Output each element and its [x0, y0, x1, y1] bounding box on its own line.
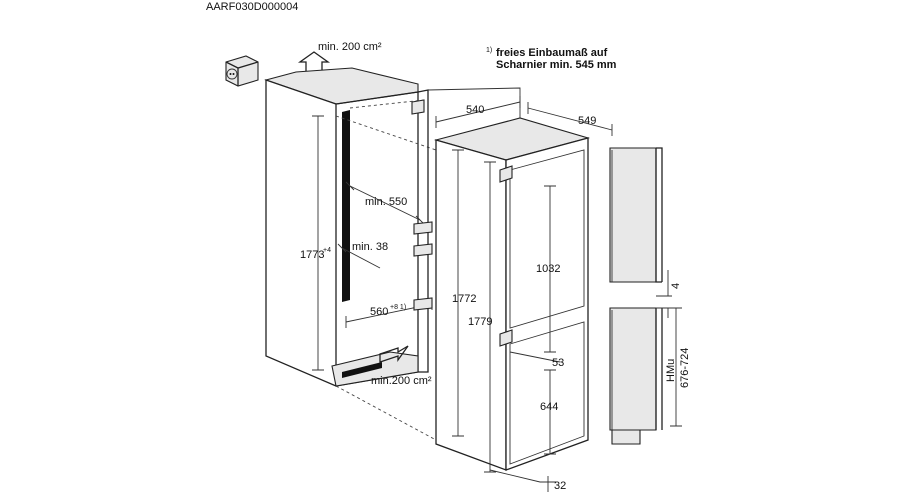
height-1779-label: 1779 — [468, 316, 492, 328]
min-550-label: min. 550 — [365, 196, 407, 208]
depth-549-dimension — [527, 102, 613, 136]
document-code: AARF030D000004 — [206, 1, 298, 13]
vent-up-arrow — [297, 51, 331, 73]
hmu-dimension — [670, 307, 682, 427]
depth-540-dimension — [435, 96, 521, 128]
height-1772-dimension — [452, 149, 464, 437]
bottom-32-label: 32 — [554, 480, 566, 492]
gap-53-label: 53 — [552, 357, 564, 369]
niche-height-tolerance: +4 — [323, 247, 331, 254]
vent-top-label: min. 200 cm² — [318, 41, 382, 53]
niche-height-dimension — [312, 115, 324, 371]
gap-53-dimension — [509, 351, 561, 363]
niche-cabinet — [264, 67, 419, 387]
height-1779-dimension — [484, 161, 496, 473]
bottom-32-dimension — [489, 469, 556, 492]
door-upper-label: 1032 — [536, 263, 560, 275]
niche-width-label: 560 — [370, 306, 388, 318]
power-socket-icon — [225, 55, 259, 87]
hmu-label: HMu — [665, 359, 677, 382]
vent-bottom-arrow — [379, 345, 409, 363]
footnote-marker: 1) — [486, 47, 492, 54]
min-38-dimension — [337, 243, 381, 269]
door-lower-label: 644 — [540, 401, 558, 413]
depth-549-label: 549 — [578, 115, 596, 127]
footnote-line-1: freies Einbaumaß auf — [496, 47, 608, 59]
side-profile — [609, 147, 672, 445]
hmu-range-label: 676-724 — [679, 348, 691, 388]
niche-height-label: 1773 — [300, 249, 324, 261]
door-hinges — [411, 89, 433, 373]
vent-bottom-label: min.200 cm² — [371, 375, 432, 387]
guide-lines — [335, 99, 437, 441]
height-1772-label: 1772 — [452, 293, 476, 305]
side-4-label: 4 — [670, 283, 682, 289]
door-upper-dimension — [544, 185, 556, 353]
min-38-label: min. 38 — [352, 241, 388, 253]
appliance — [427, 87, 591, 471]
niche-width-tolerance: +8 1) — [390, 304, 406, 311]
door-lower-dimension — [544, 369, 556, 455]
footnote-line-2: Scharnier min. 545 mm — [496, 59, 617, 71]
depth-540-label: 540 — [466, 104, 484, 116]
